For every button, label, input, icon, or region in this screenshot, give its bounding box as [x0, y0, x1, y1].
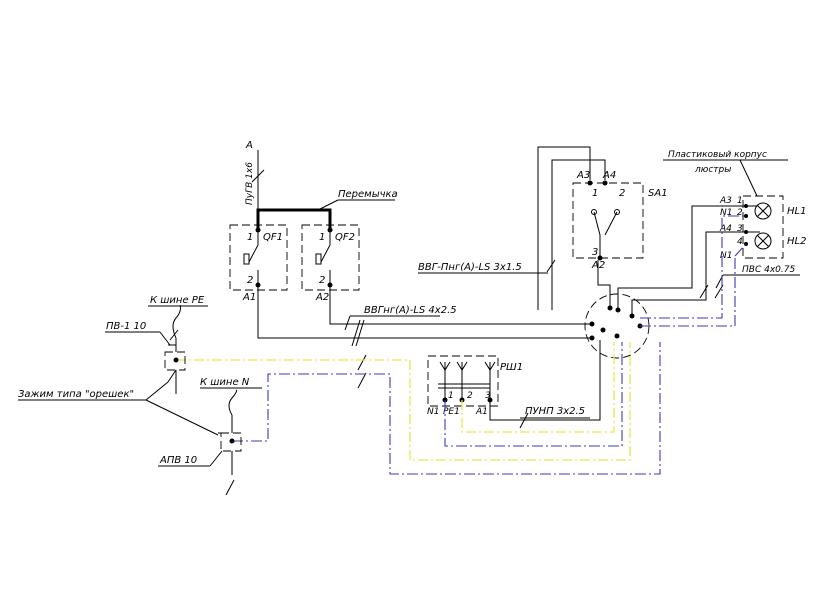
switch-sa1: A3 A4 1 2 3 A2 SA1 — [572, 170, 668, 271]
sa1-term-2: 2 — [619, 188, 625, 199]
label-jumper: Перемычка — [338, 189, 398, 200]
label-cable-pugv: ПуГВ 1х6 — [245, 162, 255, 205]
label-phase-a: A — [245, 140, 253, 151]
lamp-term-2: 2 — [737, 208, 743, 218]
lamps: A3 1 N1 2 A4 3 4 N1 HL1 HL2 Пластиковый … — [663, 150, 806, 289]
label-rsh1: РШ1 — [500, 362, 523, 373]
label-qf1: QF1 — [263, 232, 283, 243]
label-qf2: QF2 — [335, 232, 355, 243]
jumper: Перемычка — [256, 189, 398, 230]
sa1-term-1: 1 — [592, 188, 598, 199]
label-apv: АПВ 10 — [159, 455, 197, 466]
clamp-callout: Зажим типа "орешек" — [18, 381, 219, 436]
rsh1-term-1: 1 — [448, 391, 454, 401]
qf1-term-1: 1 — [247, 232, 253, 243]
label-housing-1: Пластиковый корпус — [668, 150, 767, 160]
qf2-term-2: 2 — [319, 275, 325, 286]
label-n1-lamp1: N1 — [720, 208, 732, 218]
label-bus-pe: К шине РЕ — [150, 295, 205, 306]
label-a3-sa1: A3 — [576, 170, 590, 181]
pe-conductor — [176, 342, 631, 461]
socket-rsh1: 1 2 3 N1 PE1 A1 РШ1 — [427, 355, 523, 417]
label-cable-pvs: ПВС 4x0.75 — [742, 265, 795, 275]
label-cable-vvgng-4: ВВГнг(А)-LS 4x2.5 — [364, 305, 457, 316]
label-bus-n: К шине N — [200, 377, 250, 388]
label-a4-lamp: A4 — [719, 224, 732, 234]
clamp-pe: ПВ-1 10 К шине РЕ — [105, 295, 208, 394]
label-cable-vvg-3: ВВГ-Пнг(А)-LS 3x1.5 — [418, 262, 522, 273]
label-a3-lamp: A3 — [719, 196, 732, 206]
label-n1-rsh1: N1 — [427, 407, 439, 417]
lamp-term-1: 1 — [737, 196, 743, 206]
label-a1: A1 — [242, 292, 256, 303]
label-a2: A2 — [315, 292, 329, 303]
junction-box — [584, 293, 650, 359]
label-hl1: HL1 — [787, 206, 806, 217]
label-hl2: HL2 — [787, 236, 806, 247]
phase-wiring: ВВГнг(А)-LS 4x2.5 ВВГ-Пнг(А)-LS 3x1.5 ПУ… — [257, 146, 760, 429]
rsh1-term-2: 2 — [467, 391, 473, 401]
label-a2-sa1: A2 — [591, 260, 605, 271]
label-pe1: PE1 — [443, 407, 460, 417]
lamp-term-3: 3 — [737, 224, 743, 234]
label-n1-lamp2: N1 — [720, 251, 732, 261]
rsh1-term-3: 3 — [485, 391, 491, 401]
phase-feeder: A ПуГВ 1х6 — [245, 140, 265, 210]
sa1-term-3: 3 — [592, 247, 598, 258]
n-conductor — [232, 215, 747, 475]
qf1-term-2: 2 — [247, 275, 253, 286]
label-clamp: Зажим типа "орешек" — [18, 389, 134, 400]
qf2-term-1: 1 — [319, 232, 325, 243]
label-a1-rsh1: A1 — [475, 407, 488, 417]
lamp-term-4: 4 — [737, 237, 743, 247]
label-housing-2: люстры — [694, 165, 731, 175]
clamp-n: К шине N АПВ 10 — [158, 377, 262, 496]
label-cable-punp: ПУНП 3x2.5 — [525, 406, 585, 417]
label-a4-sa1: A4 — [602, 170, 616, 181]
label-pv1: ПВ-1 10 — [106, 321, 146, 332]
label-sa1: SA1 — [648, 188, 668, 199]
